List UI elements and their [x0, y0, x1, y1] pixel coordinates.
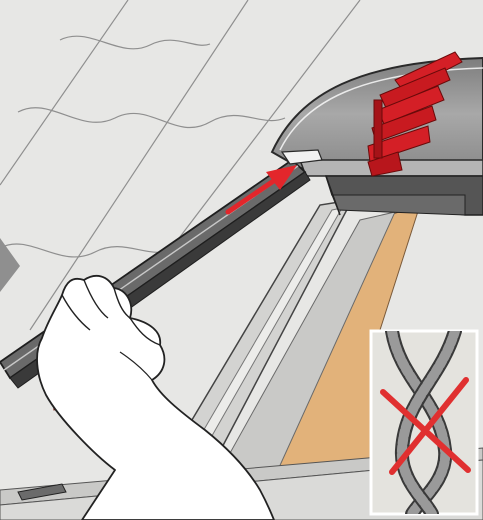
error-inset [371, 331, 477, 514]
